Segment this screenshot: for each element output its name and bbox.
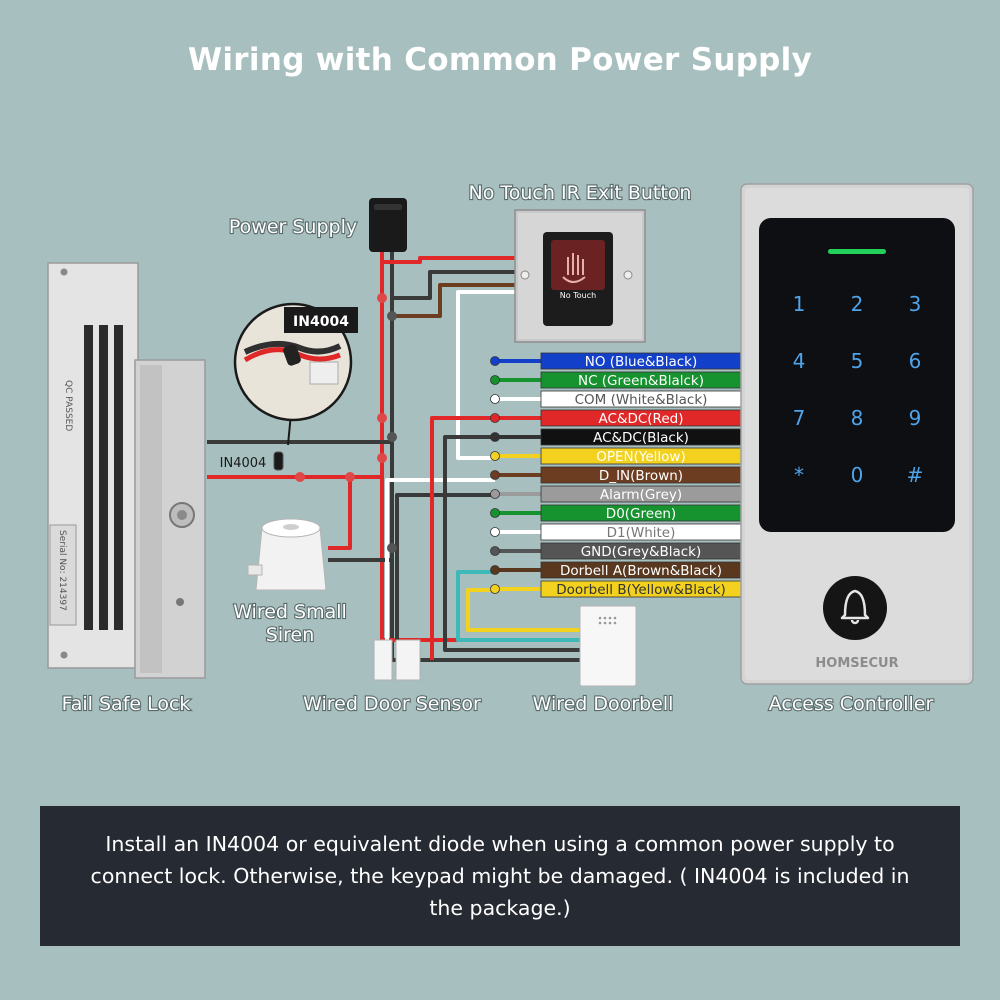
terminal-dot bbox=[490, 470, 500, 480]
terminal-label: D_IN(Brown) bbox=[599, 468, 683, 484]
wire-sensor-white bbox=[385, 478, 495, 640]
terminal-row: Doorbell B(Yellow&Black) bbox=[490, 580, 742, 598]
terminal-label: D1(White) bbox=[607, 525, 676, 541]
keypad-key[interactable]: 1 bbox=[793, 292, 806, 316]
terminal-dot bbox=[490, 584, 500, 594]
page-title: Wiring with Common Power Supply bbox=[187, 42, 813, 78]
keypad-key[interactable]: 2 bbox=[851, 292, 864, 316]
terminal-label: COM (White&Black) bbox=[575, 392, 708, 408]
wire-sensor-black bbox=[395, 493, 495, 640]
terminal-row: Alarm(Grey) bbox=[490, 485, 742, 503]
keypad-key[interactable]: # bbox=[907, 463, 924, 487]
exit-button-label: No Touch IR Exit Button bbox=[469, 182, 692, 204]
keypad: 1 2 3 4 5 6 7 8 9 * 0 # bbox=[793, 292, 924, 487]
exit-button[interactable]: No Touch No Touch IR Exit Button bbox=[467, 181, 693, 343]
terminal-dot bbox=[490, 451, 500, 461]
terminal-dot bbox=[490, 432, 500, 442]
terminal-dot bbox=[490, 527, 500, 537]
keypad-key[interactable]: 8 bbox=[851, 406, 864, 430]
keypad-key[interactable]: 9 bbox=[909, 406, 922, 430]
bell-icon bbox=[840, 589, 870, 625]
terminal-row: AC&DC(Black) bbox=[490, 428, 742, 446]
terminal-row: AC&DC(Red) bbox=[490, 409, 742, 427]
terminal-label: Doorbell B(Yellow&Black) bbox=[556, 582, 726, 598]
hand-icon bbox=[562, 253, 586, 283]
siren-label-line2: Siren bbox=[266, 624, 314, 646]
power-supply: Power Supply bbox=[228, 198, 407, 252]
terminal-row: COM (White&Black) bbox=[490, 390, 742, 408]
doorbell-button[interactable] bbox=[823, 576, 887, 640]
terminal-dot bbox=[490, 508, 500, 518]
wire-exit-brown bbox=[392, 283, 515, 318]
keypad-key[interactable]: 0 bbox=[851, 463, 864, 487]
terminal-label: AC&DC(Red) bbox=[599, 411, 684, 427]
status-led bbox=[828, 249, 886, 254]
terminal-row: D_IN(Brown) bbox=[490, 466, 742, 484]
lock-serial: Serial No: 214397 bbox=[57, 530, 67, 611]
keypad-key[interactable]: 7 bbox=[793, 406, 806, 430]
power-supply-label: Power Supply bbox=[229, 216, 357, 238]
fail-safe-lock: QC PASSED Serial No: 214397 Fail Safe Lo… bbox=[47, 262, 206, 716]
terminal-dot bbox=[490, 546, 500, 556]
keypad-key[interactable]: 3 bbox=[909, 292, 922, 316]
terminal-row: Dorbell A(Brown&Black) bbox=[490, 561, 742, 579]
terminal-dot bbox=[490, 413, 500, 423]
terminal-dot bbox=[490, 356, 500, 366]
terminal-label: NO (Blue&Black) bbox=[585, 354, 697, 370]
terminal-label: AC&DC(Black) bbox=[593, 430, 689, 446]
diode-callout-label: IN4004 bbox=[293, 314, 349, 330]
doorbell-label: Wired Doorbell bbox=[533, 693, 674, 715]
wire-loop-black bbox=[443, 435, 580, 652]
exit-button-text: No Touch bbox=[560, 291, 596, 300]
terminal-row: D1(White) bbox=[490, 523, 742, 541]
wire-bell-teal bbox=[456, 570, 600, 642]
siren: Wired Small Siren bbox=[232, 518, 348, 647]
access-controller: 1 2 3 4 5 6 7 8 9 * 0 # HOMSECUR Access Controller bbox=[740, 183, 974, 716]
controller-label: Access Controller bbox=[769, 693, 934, 715]
terminal-dot bbox=[490, 489, 500, 499]
wire-siren-red bbox=[328, 477, 352, 550]
terminal-row: OPEN(Yellow) bbox=[490, 447, 742, 465]
wire-exit-black bbox=[392, 270, 515, 300]
terminal-row: GND(Grey&Black) bbox=[490, 542, 742, 560]
diode-inline-label: IN4004 bbox=[220, 456, 267, 471]
doorbell: Wired Doorbell bbox=[531, 605, 675, 716]
terminal-label: Dorbell A(Brown&Black) bbox=[560, 563, 722, 579]
keypad-key[interactable]: 5 bbox=[851, 349, 864, 373]
lock-qc: QC PASSED bbox=[63, 380, 73, 431]
door-sensor-label: Wired Door Sensor bbox=[303, 693, 481, 715]
terminal-label: D0(Green) bbox=[606, 506, 676, 522]
terminal-row: D0(Green) bbox=[490, 504, 742, 522]
siren-label-line1: Wired Small bbox=[233, 601, 347, 623]
wire-exit-white bbox=[456, 290, 515, 460]
junction-dots bbox=[295, 293, 397, 553]
terminal-dot bbox=[490, 394, 500, 404]
wire-exit-red bbox=[382, 256, 515, 264]
door-sensor: Wired Door Sensor bbox=[302, 639, 482, 716]
wire-bell-yellow bbox=[466, 588, 600, 632]
terminal-row: NC (Green&Blalck) bbox=[490, 371, 742, 389]
terminal-label: Alarm(Grey) bbox=[600, 487, 682, 503]
terminal-dot bbox=[490, 565, 500, 575]
keypad-key[interactable]: 6 bbox=[909, 349, 922, 373]
terminal-label: GND(Grey&Black) bbox=[581, 544, 702, 560]
lock-label: Fail Safe Lock bbox=[62, 693, 191, 715]
terminal-label: OPEN(Yellow) bbox=[596, 449, 686, 465]
terminal-dot bbox=[490, 375, 500, 385]
brand-logo: HOMSECUR bbox=[815, 656, 898, 671]
terminal-row: NO (Blue&Black) bbox=[490, 352, 742, 370]
diode-component bbox=[273, 451, 284, 471]
keypad-key[interactable]: 4 bbox=[793, 349, 806, 373]
terminal-label: NC (Green&Blalck) bbox=[578, 373, 704, 389]
diode-note: Install an IN4004 or equivalent diode wh… bbox=[40, 806, 960, 946]
diode-callout: IN4004 IN4004 bbox=[220, 302, 358, 471]
keypad-key[interactable]: * bbox=[794, 463, 804, 487]
wire-loop-red bbox=[430, 416, 495, 660]
terminal-strip: NO (Blue&Black) NC (Green&Blalck) COM (Whi… bbox=[490, 352, 742, 598]
